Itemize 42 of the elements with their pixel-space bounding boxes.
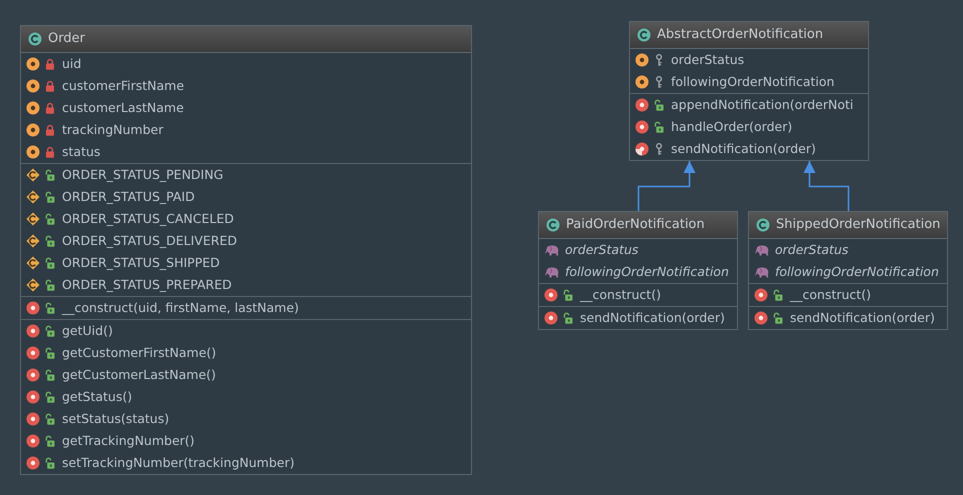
class-name: ShippedOrderNotification: [776, 217, 940, 233]
field-name: followingOrderNotification: [775, 264, 939, 280]
class-name: Order: [48, 31, 85, 47]
class-box: [538, 211, 738, 330]
field-name: status: [62, 144, 100, 160]
method-name: getCustomerLastName(): [62, 367, 216, 383]
method-name: getUid(): [62, 323, 113, 339]
method-name: __construct(): [790, 287, 871, 303]
method-name: getTrackingNumber(): [62, 433, 195, 449]
inheritance-arrow: [804, 161, 850, 211]
class-box: [629, 21, 869, 161]
field-name: uid: [62, 56, 82, 72]
constant-name: ORDER_STATUS_CANCELED: [62, 211, 234, 227]
method-name: sendNotification(order): [790, 310, 935, 326]
field-name: orderStatus: [565, 242, 638, 258]
class-name: PaidOrderNotification: [566, 217, 705, 233]
constant-name: ORDER_STATUS_PAID: [62, 189, 195, 205]
field-name: trackingNumber: [62, 122, 164, 138]
inheritance-arrow: [638, 161, 696, 211]
constant-name: ORDER_STATUS_SHIPPED: [62, 255, 220, 271]
field-name: customerLastName: [62, 100, 184, 116]
field-name: orderStatus: [671, 52, 744, 68]
constant-name: ORDER_STATUS_PREPARED: [62, 277, 232, 293]
method-name: appendNotification(orderNoti: [671, 97, 854, 113]
constant-name: ORDER_STATUS_DELIVERED: [62, 233, 237, 249]
method-name: getCustomerFirstName(): [62, 345, 216, 361]
method-name: sendNotification(order): [671, 141, 816, 157]
method-name: sendNotification(order): [580, 310, 725, 326]
field-name: followingOrderNotification: [671, 74, 834, 90]
class-box: [20, 25, 472, 475]
constant-name: ORDER_STATUS_PENDING: [62, 167, 224, 183]
method-name: setTrackingNumber(trackingNumber): [62, 455, 294, 471]
class-name: AbstractOrderNotification: [657, 27, 824, 43]
method-name: getStatus(): [62, 389, 132, 405]
field-name: followingOrderNotification: [565, 264, 729, 280]
method-name: __construct(): [580, 287, 661, 303]
method-name: setStatus(status): [62, 411, 170, 427]
method-name: __construct(uid, firstName, lastName): [62, 300, 299, 316]
class-box: [748, 211, 948, 330]
field-name: orderStatus: [775, 242, 848, 258]
method-name: handleOrder(order): [671, 119, 792, 135]
field-name: customerFirstName: [62, 78, 184, 94]
